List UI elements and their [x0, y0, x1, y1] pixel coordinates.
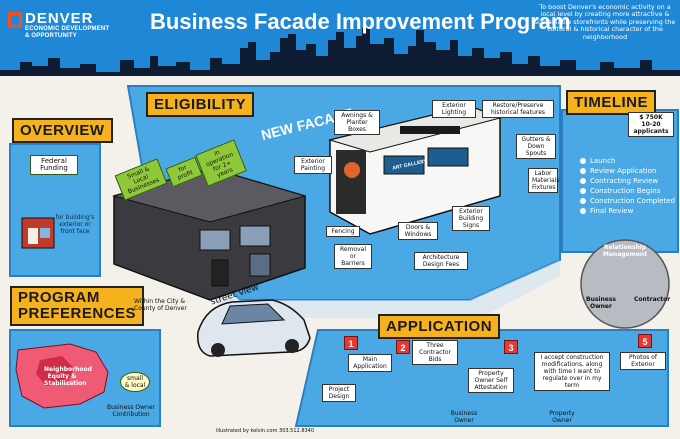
brand-sub-line2: & OPPORTUNITY [25, 33, 77, 39]
relationship-label: Relationship Management [602, 244, 648, 258]
step-badge: 2 [396, 340, 410, 354]
overview-label: OVERVIEW [12, 118, 113, 143]
label-gutters: Gutters & Down Spouts [516, 134, 556, 159]
applicants-count: 10-20 applicants [633, 121, 669, 135]
label-exterior-signs: Exterior Building Signs [452, 206, 490, 231]
step-badge: 5 [638, 334, 652, 348]
timeline-label: TIMELINE [566, 90, 656, 115]
step-badge: 3 [504, 340, 518, 354]
building-use-note: for building's exterior or front face [55, 214, 95, 235]
bullet-icon [580, 198, 586, 204]
step-project-design: Project Design [322, 384, 356, 402]
step-contractor-bids: Three Contractor Bids [412, 340, 458, 365]
property-owner-caption: Property Owner [549, 410, 575, 424]
timeline-grant-note: $ 750K 10-20 applicants [628, 112, 674, 137]
bullet-icon [580, 178, 586, 184]
timeline-item: Final Review [580, 206, 675, 216]
brand-name: DENVER [25, 10, 94, 27]
program-preferences-label: PROGRAM PREFERENCES [10, 286, 145, 326]
timeline-list: Launch Review Application Contracting Re… [580, 156, 675, 216]
bullet-icon [580, 158, 586, 164]
label-exterior-painting: Exterior Painting [294, 156, 332, 174]
label-exterior-lighting: Exterior Lighting [432, 100, 476, 118]
business-owner-caption: Business Owner [586, 296, 616, 310]
application-label: APPLICATION [378, 314, 501, 339]
denver-logo-icon [8, 12, 22, 28]
label-fencing: Fencing [326, 226, 360, 237]
timeline-item: Construction Completed [580, 196, 675, 206]
brand-sub-line1: ECONOMIC DEVELOPMENT [25, 26, 110, 32]
bullet-icon [580, 208, 586, 214]
program-preferences-line1: PROGRAM [18, 289, 100, 306]
label-removal: Removal or Barriers [334, 244, 372, 269]
small-local-badge: small & local [120, 372, 150, 392]
label-restore-historical: Restore/Preserve historical features [482, 100, 554, 118]
program-preferences-line2: PREFERENCES [18, 305, 137, 322]
label-awnings: Awnings & Planter Boxes [334, 110, 380, 135]
equity-area-label: Neighborhood Equity & Stabilization [44, 366, 92, 387]
eligibility-label: ELIGIBILITY [146, 92, 255, 117]
bullet-icon [580, 168, 586, 174]
timeline-item: Review Application [580, 166, 675, 176]
label-doors-windows: Doors & Windows [398, 222, 438, 240]
label-architecture: Architecture Design Fees [414, 252, 468, 270]
program-tagline: To boost Denver's economic activity on a… [534, 3, 676, 41]
step-exterior-photos: Photos of Exterior [620, 352, 666, 370]
timeline-item: Contracting Review [580, 176, 675, 186]
step-property-attestation: Property Owner Self Attestation [468, 368, 514, 393]
label-labor: Labor Materials Fixtures [528, 168, 560, 193]
owner-contribution-note: Business Owner Contribution [107, 404, 155, 418]
illustrator-credit: illustrated by kelvin.com 303.512.8340 [215, 428, 315, 434]
step-main-application: Main Application [348, 354, 392, 372]
business-owner-application-caption: Business Owner [450, 410, 478, 424]
step-badge: 1 [344, 336, 358, 350]
federal-funding-note: Federal Funding [30, 155, 78, 175]
skyline-illustration [0, 28, 680, 80]
grant-amount: $ 750K [639, 114, 663, 121]
brand-block: DENVER ECONOMIC DEVELOPMENT & OPPORTUNIT… [25, 11, 109, 40]
timeline-item: Launch [580, 156, 675, 166]
location-note: Within the City & County of Denver [134, 298, 187, 312]
step-modifications-statement: I accept construction modifications, alo… [534, 352, 610, 391]
bullet-icon [580, 188, 586, 194]
page-title: Business Facade Improvement Program [150, 9, 571, 34]
timeline-item: Construction Begins [580, 186, 675, 196]
contractor-caption: Contractor [634, 296, 671, 303]
